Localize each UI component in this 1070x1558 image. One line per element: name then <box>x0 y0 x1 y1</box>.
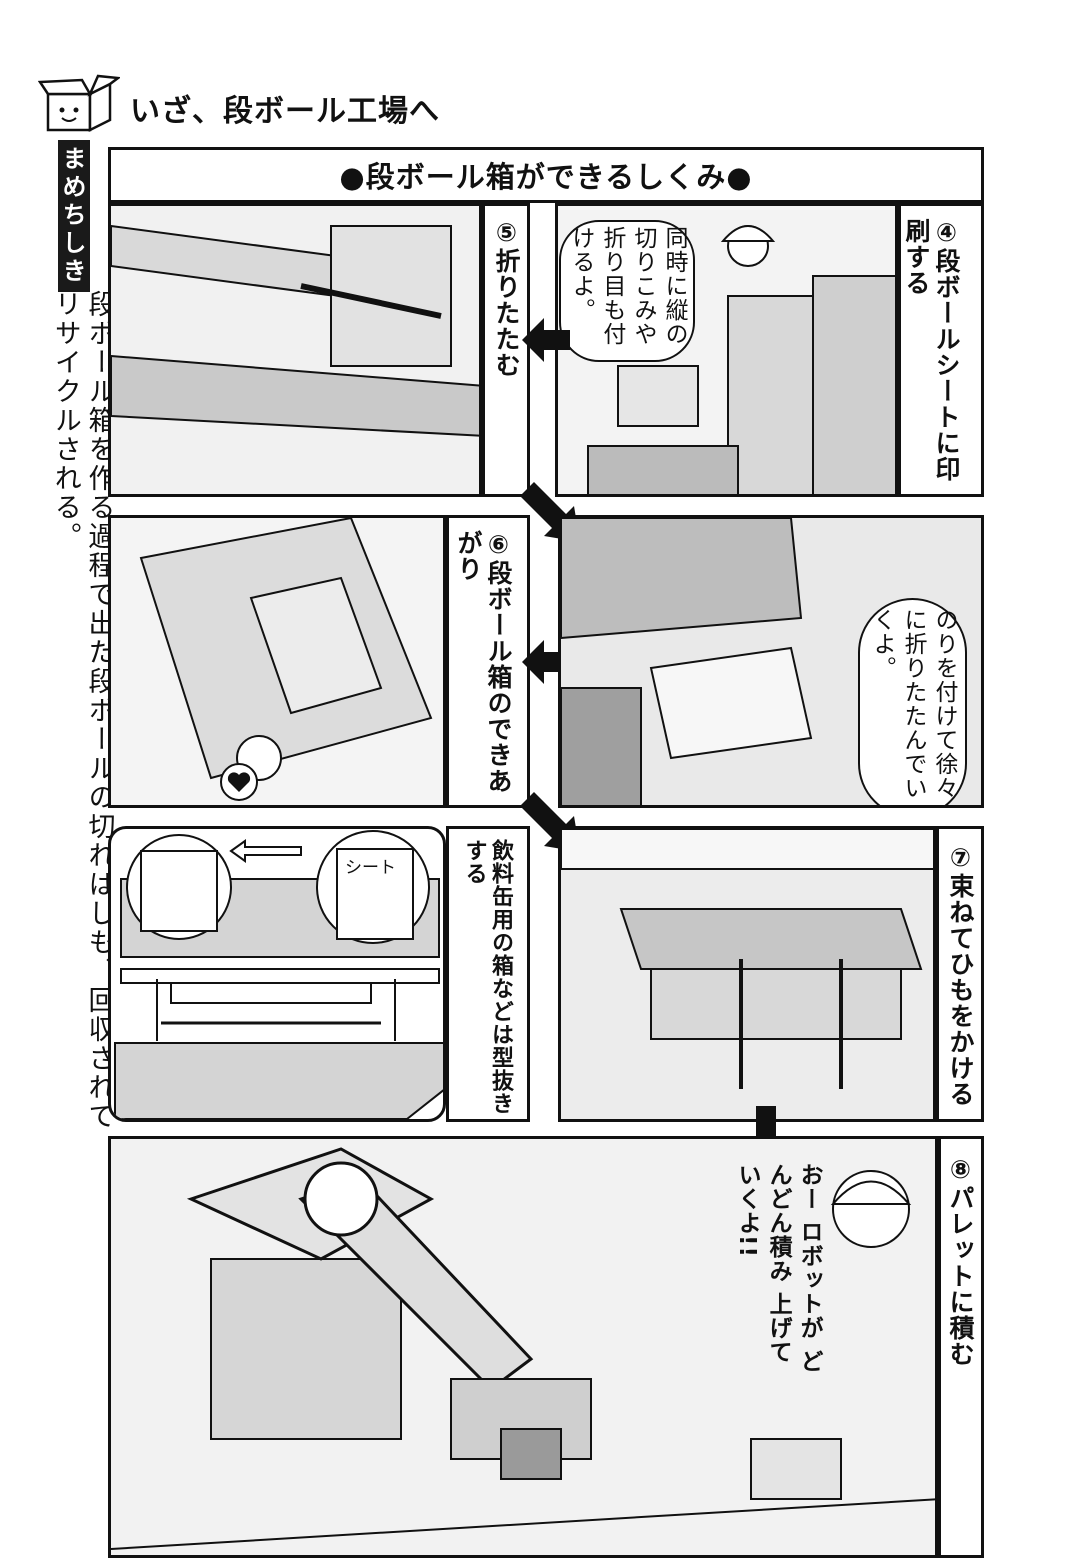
arrow-left-icon <box>522 318 570 362</box>
palletizing-robot-illustration <box>111 1139 935 1555</box>
arrow-left-icon <box>522 640 570 684</box>
box-mascot-icon <box>38 72 120 134</box>
caption-box-step6: ⑥段ボール箱のできあがり <box>446 515 530 808</box>
page-title: いざ、段ボール工場へ <box>130 94 440 129</box>
caption-diecut: 飲料缶用の箱などは型抜きする <box>461 839 513 1115</box>
panel-step4: 同時に縦の切りこみや折り目も付けるよ。 <box>555 203 898 497</box>
speech-bubble-step8: おー ロボットが どんどん積み 上げていくよ!! <box>734 1163 823 1374</box>
speech-bubble-step6: のりを付けて徐々に折りたたんでいくよ。 <box>857 598 967 805</box>
panel-step7 <box>558 826 936 1122</box>
sidebar-tag: まめちしき <box>58 140 90 292</box>
bundling-machine-illustration <box>561 829 933 1119</box>
heart-icon <box>219 762 259 802</box>
section-title: ●段ボール箱ができるしくみ● <box>108 147 984 203</box>
caption-box-step7: ⑦束ねてひもをかける <box>936 826 984 1122</box>
caption-step6: ⑥段ボール箱のできあがり <box>454 530 513 794</box>
diecut-diagram <box>114 830 443 1119</box>
gluing-machine-illustration <box>561 518 981 805</box>
panel-step5 <box>108 203 482 497</box>
caption-step5: ⑤折りたたむ <box>492 218 521 378</box>
folding-machine-illustration <box>111 206 479 494</box>
caption-step7: ⑦束ねてひもをかける <box>946 843 975 1107</box>
speech-bubble-step4: 同時に縦の切りこみや折り目も付けるよ。 <box>558 220 695 362</box>
caption-box-diecut: 飲料缶用の箱などは型抜きする <box>446 826 530 1122</box>
caption-box-step8: ⑧パレットに積む <box>938 1136 984 1558</box>
panel-step6-gluing: のりを付けて徐々に折りたたんでいくよ。 <box>558 515 984 808</box>
caption-box-step4: ④段ボールシートに印刷する <box>898 203 984 497</box>
panel-step6-finished <box>108 515 446 808</box>
caption-step8: ⑧パレットに積む <box>946 1155 975 1367</box>
panel-diecut: シート <box>108 826 446 1122</box>
sidebar-text: 段ボール箱を作る過程で出た段ボールの切れはしも、回収されてリサイクルされる。 <box>49 290 115 1131</box>
caption-box-step5: ⑤折りたたむ <box>482 203 530 497</box>
caption-step4: ④段ボールシートに印刷する <box>902 218 961 482</box>
sheet-label: シート <box>345 858 396 878</box>
panel-step8: おー ロボットが どんどん積み 上げていくよ!! <box>108 1136 938 1558</box>
finished-boxes-illustration <box>111 518 443 805</box>
